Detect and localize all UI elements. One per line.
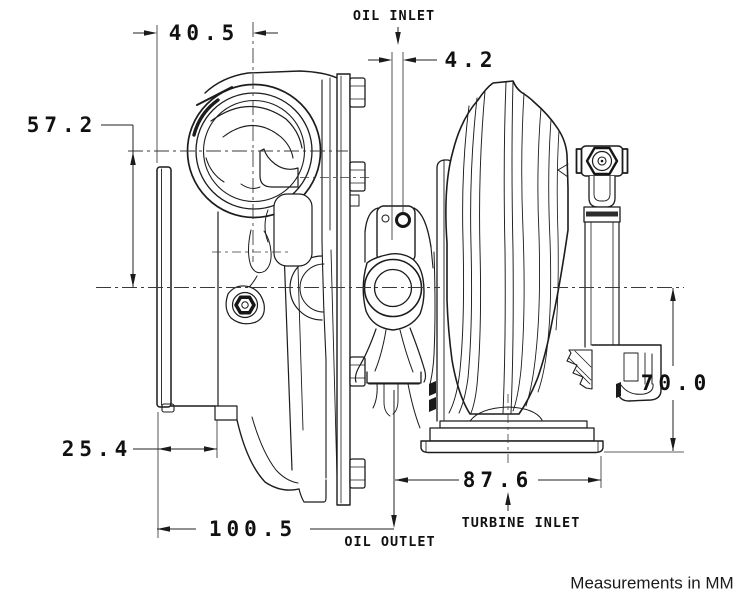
- dim-compressor-inlet-height: 57.2: [27, 113, 98, 137]
- arrowhead: [391, 515, 397, 528]
- arrowhead: [403, 57, 416, 63]
- arrowhead: [157, 526, 170, 532]
- down-arrow-icon: [395, 32, 401, 45]
- compressor-backplate: [156, 166, 175, 413]
- turbine-dome: [445, 80, 569, 415]
- arrowhead: [130, 274, 136, 287]
- backplate-bolt: [225, 285, 265, 325]
- callout-oil-inlet: OIL INLET: [353, 8, 435, 45]
- arrowhead: [379, 57, 392, 63]
- centerlines: [96, 22, 684, 466]
- arrowhead: [130, 152, 136, 165]
- oil-outlet-label: OIL OUTLET: [344, 534, 435, 550]
- dim-inlet-flange-depth: 25.4: [62, 437, 133, 461]
- turbine-inlet-flange: [420, 420, 604, 454]
- center-boss: [363, 258, 423, 318]
- flange-bolt: [349, 458, 366, 489]
- units-note: Measurements in MM: [570, 574, 733, 593]
- turbine-inlet-label: TURBINE INLET: [462, 515, 581, 531]
- dimension-57-2: 57.2: [27, 113, 136, 287]
- callout-turbine-inlet: TURBINE INLET: [462, 492, 581, 531]
- bearing-housing: [354, 205, 436, 429]
- flange-bolt: [349, 77, 366, 108]
- dimension-25-4: 25.4: [62, 412, 218, 538]
- arrowhead: [670, 438, 676, 451]
- arrowhead: [204, 446, 217, 452]
- oil-inlet-label: OIL INLET: [353, 8, 435, 24]
- up-arrow-icon: [505, 492, 511, 505]
- flange-bolt: [349, 161, 366, 192]
- section-lip: [429, 381, 436, 396]
- dim-compressor-depth: 40.5: [169, 21, 240, 45]
- mounting-flange: [336, 73, 366, 506]
- dim-oil-inlet-offset: 4.2: [445, 48, 498, 72]
- arrowhead: [588, 477, 601, 483]
- dimension-100-5: 100.5: [157, 390, 397, 541]
- vband-clamp: [575, 145, 629, 348]
- arrowhead: [253, 30, 266, 36]
- arrowhead: [395, 477, 408, 483]
- dim-turbine-outlet-height: 70.0: [641, 371, 712, 395]
- arrowhead: [144, 30, 157, 36]
- dimension-4-2: 4.2: [368, 48, 498, 240]
- dimension-70-0: 70.0: [604, 288, 712, 453]
- arrowhead: [670, 288, 676, 301]
- callout-oil-outlet: OIL OUTLET: [344, 534, 435, 550]
- dimension-87-6: 87.6: [395, 456, 602, 492]
- section-lip: [429, 397, 436, 412]
- compressor-housing: [156, 70, 338, 503]
- clamp-nut: [585, 146, 619, 176]
- dim-turbine-flange-length: 87.6: [463, 468, 534, 492]
- arrowhead: [158, 446, 171, 452]
- turbine-housing: [429, 80, 569, 422]
- dim-overall-length: 100.5: [209, 517, 297, 541]
- dimension-40-5: 40.5: [133, 21, 278, 163]
- turbine-outlet-bracket: [566, 344, 662, 402]
